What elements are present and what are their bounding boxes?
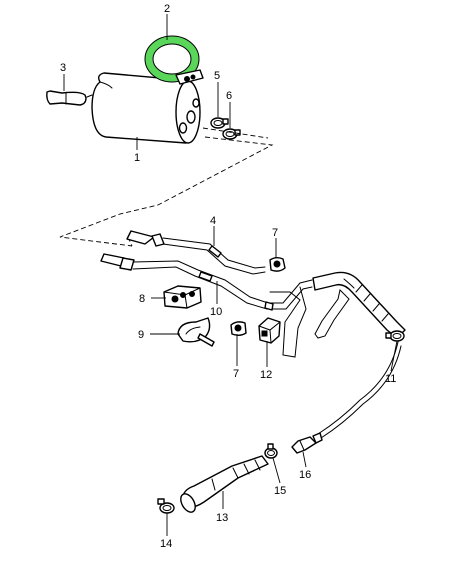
callout-14: 14 [160, 538, 172, 550]
callout-10: 10 [210, 306, 222, 318]
part-6-clamp [222, 128, 241, 140]
part-2-strap-highlighted [144, 35, 204, 85]
part-9-holder [177, 317, 215, 347]
return-pipe [269, 286, 307, 358]
part-13-hose [180, 455, 269, 513]
part-7-grommet-upper [269, 257, 286, 272]
callout-3: 3 [60, 62, 66, 74]
callout-7-lower: 7 [233, 368, 239, 380]
callout-2: 2 [164, 3, 170, 15]
dashed-routing-lines [59, 127, 274, 247]
callout-1: 1 [134, 152, 140, 164]
part-8-connector [163, 285, 202, 309]
callout-13: 13 [216, 512, 228, 524]
part-15-clamp [264, 443, 278, 459]
vent-hose [312, 271, 406, 339]
part-12-bracket [258, 317, 281, 344]
part-14-clamp [157, 498, 175, 514]
callout-6: 6 [226, 90, 232, 102]
callout-12: 12 [260, 369, 272, 381]
part-5-clamp [210, 117, 229, 129]
callout-15: 15 [274, 485, 286, 497]
long-fuel-line [317, 341, 402, 439]
callout-16: 16 [299, 469, 311, 481]
part-11-clamp [385, 330, 405, 342]
callout-8: 8 [139, 293, 145, 305]
part-1-canister [86, 72, 201, 144]
part-4-line [126, 230, 266, 275]
callout-labels: 2 3 1 5 6 4 7 8 10 9 7 12 11 16 15 13 14 [60, 3, 396, 550]
part-7-grommet-lower [230, 321, 247, 336]
leader-lines [63, 14, 398, 536]
part-3-plug [46, 90, 87, 106]
callout-11: 11 [385, 373, 396, 385]
callout-7-upper: 7 [272, 227, 278, 239]
callout-9: 9 [138, 329, 144, 341]
part-10-line [100, 253, 313, 311]
callout-4: 4 [210, 215, 216, 227]
part-16-fitting [291, 432, 323, 454]
callout-5: 5 [214, 70, 220, 82]
